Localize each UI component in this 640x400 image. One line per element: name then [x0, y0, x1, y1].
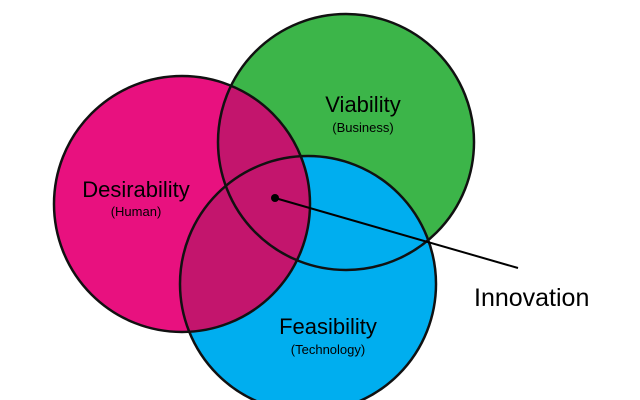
feasibility-subtitle: (Technology) — [291, 342, 365, 357]
viability-subtitle: (Business) — [332, 120, 393, 135]
viability-title: Viability — [325, 92, 400, 117]
innovation-callout-line — [274, 197, 519, 269]
desirability-title: Desirability — [82, 177, 190, 202]
desirability-subtitle: (Human) — [111, 204, 162, 219]
innovation-label: Innovation — [474, 284, 589, 312]
feasibility-title: Feasibility — [279, 314, 377, 339]
circle-outlines — [52, 12, 476, 400]
innovation-point — [271, 194, 279, 202]
